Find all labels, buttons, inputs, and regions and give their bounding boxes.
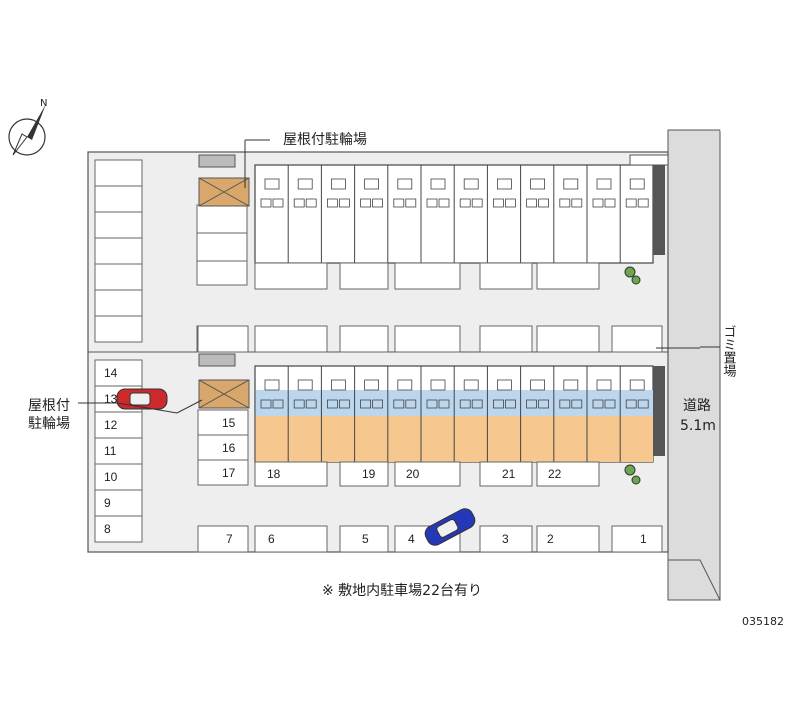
parking-space-number: 14	[104, 366, 118, 380]
parking-space	[94, 515, 143, 543]
parking-space	[254, 461, 328, 487]
parking-space	[94, 437, 143, 465]
parking-spaces-unnumbered	[94, 159, 248, 353]
parking-space	[197, 525, 249, 553]
parking-space	[94, 359, 143, 387]
bike-shelter-icon	[198, 353, 250, 409]
parking-space	[479, 525, 533, 553]
parking-space	[254, 525, 328, 553]
parking-space-number: 7	[226, 532, 233, 546]
building-lower	[254, 365, 665, 463]
covered-bike-parking-label: 屋根付駐輪場	[283, 131, 367, 148]
parking-space-number: 9	[104, 496, 111, 510]
parking-space	[94, 411, 143, 439]
tree-icon	[624, 266, 641, 485]
parking-space	[394, 461, 461, 487]
parking-space-number: 17	[222, 466, 236, 480]
parking-space-number: 11	[104, 444, 117, 458]
parking-space-number: 5	[362, 532, 369, 546]
parking-space	[611, 525, 663, 553]
parking-space-number: 16	[222, 441, 236, 455]
parking-space-number: 10	[104, 470, 118, 484]
covered-bike-parking-label: 駐輪場	[28, 415, 70, 432]
parking-space-number: 13	[104, 392, 118, 406]
parking-space	[197, 409, 249, 436]
garbage-area-label: ゴミ置場	[721, 325, 737, 377]
parking-space	[94, 463, 143, 491]
building-upper	[254, 154, 669, 264]
compass-north-arrow-icon: N	[8, 98, 47, 156]
road-label: 道路	[683, 398, 711, 414]
parking-space-number: 8	[104, 522, 111, 536]
parking-space	[479, 461, 533, 487]
parking-space	[94, 489, 143, 517]
parking-space	[197, 459, 249, 486]
parking-space-number: 18	[267, 467, 281, 481]
parking-space	[536, 525, 600, 553]
parking-space	[197, 434, 249, 461]
map-code: 035182	[742, 615, 784, 628]
road	[667, 129, 721, 601]
car-icon	[424, 508, 476, 546]
parking-space-number: 22	[548, 467, 562, 481]
parking-space-number: 4	[408, 532, 415, 546]
covered-bike-parking-label: 屋根付	[28, 398, 70, 414]
parking-space-number: 19	[362, 467, 376, 481]
road-width-label: 5.1m	[680, 418, 716, 434]
parking-space-number: 20	[406, 467, 420, 481]
parking-space	[339, 461, 389, 487]
parking-space	[536, 461, 600, 487]
parking-space-number: 6	[268, 532, 275, 546]
bike-shelter-icon	[198, 154, 250, 207]
svg-text:N: N	[40, 98, 47, 109]
parking-space	[339, 525, 389, 553]
parking-note: ※ 敷地内駐車場22台有り	[322, 582, 482, 599]
parking-space-number: 15	[222, 416, 236, 430]
car-icon	[116, 388, 168, 410]
parking-space-number: 12	[104, 418, 118, 432]
parking-space-number: 2	[547, 532, 554, 546]
parking-space-number: 3	[502, 532, 509, 546]
parking-space-number: 21	[502, 467, 516, 481]
parking-space-number: 1	[640, 532, 647, 546]
